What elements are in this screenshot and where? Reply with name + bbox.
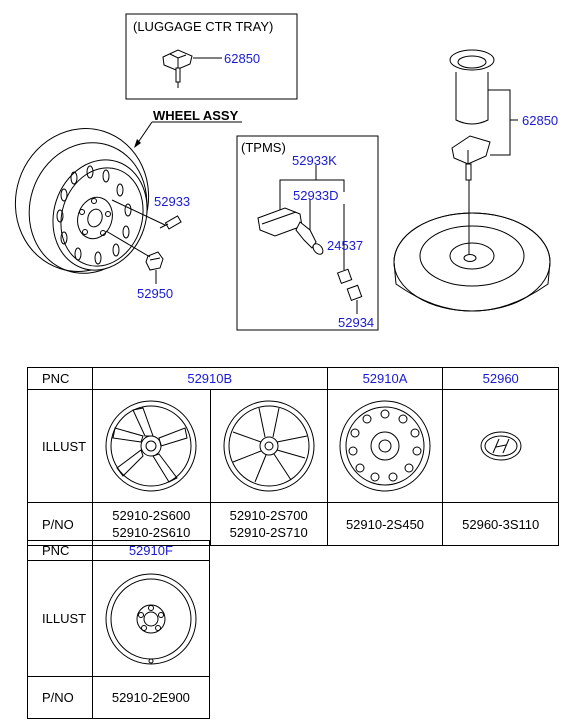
leader-52933K	[279, 179, 345, 192]
wheel-assy-label: WHEEL ASSY	[153, 108, 239, 123]
illust-alloy-wheel-b[interactable]	[209, 389, 328, 503]
part-number-52950[interactable]: 52950	[137, 286, 174, 301]
pno-52910-2S700: 52910-2S700	[229, 508, 308, 523]
illust-temporary-wheel[interactable]	[91, 560, 211, 677]
illust-header: ILLUST	[27, 389, 93, 503]
illust-hub-cap[interactable]	[442, 389, 559, 503]
pno-52960-3S110: 52960-3S110	[462, 516, 540, 532]
illust-alloy-wheel-a[interactable]	[91, 389, 211, 503]
luggage-ctr-tray-box	[125, 13, 298, 100]
table-row: PNC 52910F	[27, 540, 211, 561]
pnc-52910F[interactable]: 52910F	[91, 540, 211, 561]
tpms-nut-illustration	[336, 268, 353, 284]
tpms-sensor-illustration	[257, 207, 324, 255]
part-number-52934[interactable]: 52934	[338, 315, 375, 330]
luggage-holder-illustration	[162, 49, 193, 88]
alloy-wheel-a-icon	[105, 400, 197, 492]
spare-wheel-parts-table: PNC 52910F ILLUST P/NO 52910-2E900	[27, 540, 211, 719]
valve-52933-illustration	[159, 215, 182, 230]
part-number-luggage-62850[interactable]: 62850	[224, 51, 261, 66]
pno-52910-2S450: 52910-2S450	[345, 516, 425, 532]
pno-52910-2S710: 52910-2S710	[229, 525, 308, 540]
lug-nut-52950-illustration	[145, 251, 164, 271]
tpms-cap-illustration	[346, 284, 363, 301]
steel-wheel-icon	[339, 400, 431, 492]
wheel-parts-table: PNC 52910B 52910A 52960 ILLUST	[27, 367, 559, 546]
pno-52910-2S610: 52910-2S610	[112, 525, 191, 540]
spare-tire-illustration	[393, 212, 551, 312]
hub-cap-logo-icon	[480, 431, 522, 461]
pno-cell-2: 52910-2S700 52910-2S710	[209, 502, 328, 546]
steel-wheel-illustration	[14, 128, 150, 274]
part-number-52933K[interactable]: 52933K	[292, 153, 337, 168]
tpms-box	[236, 135, 379, 331]
illust-steel-wheel[interactable]	[326, 389, 444, 503]
pnc-header-2: PNC	[27, 540, 93, 561]
tpms-box-title: (TPMS)	[241, 140, 286, 155]
table-row: P/NO 52910-2E900	[27, 676, 211, 719]
pnc-header: PNC	[27, 367, 93, 390]
pno-cell-1: 52910-2S600 52910-2S610	[91, 502, 211, 546]
pno-cell-3: 52910-2S450	[326, 502, 444, 546]
part-number-52933D[interactable]: 52933D	[293, 188, 339, 203]
pno-52910-2E900: 52910-2E900	[91, 676, 211, 719]
part-number-spare-62850[interactable]: 62850	[522, 113, 559, 128]
wheel-assy-arrowhead	[134, 139, 141, 148]
alloy-wheel-b-icon	[223, 400, 315, 492]
pnc-52960[interactable]: 52960	[442, 367, 559, 390]
table-row: P/NO 52910-2S600 52910-2S610 52910-2S700…	[27, 502, 559, 546]
spare-holder-illustration	[449, 49, 495, 254]
pno-cell-4: 52960-3S110	[442, 502, 559, 546]
wheel-assy-arrow	[136, 121, 153, 145]
illust-header-2: ILLUST	[27, 560, 93, 677]
leader-52950	[105, 230, 151, 258]
part-number-24537[interactable]: 24537	[327, 238, 364, 253]
part-number-52933[interactable]: 52933	[154, 194, 191, 209]
table-row: PNC 52910B 52910A 52960	[27, 367, 559, 390]
temporary-wheel-icon	[105, 573, 197, 664]
leader-spare-62850	[488, 89, 511, 156]
pno-header-2: P/NO	[27, 676, 93, 719]
pno-52910-2S600: 52910-2S600	[112, 508, 191, 523]
luggage-box-title: (LUGGAGE CTR TRAY)	[133, 19, 274, 34]
pnc-52910B[interactable]: 52910B	[91, 367, 328, 390]
leader-52933	[111, 199, 166, 226]
table-row: ILLUST	[27, 389, 559, 503]
pnc-52910A[interactable]: 52910A	[326, 367, 444, 390]
table-row: ILLUST	[27, 560, 211, 677]
